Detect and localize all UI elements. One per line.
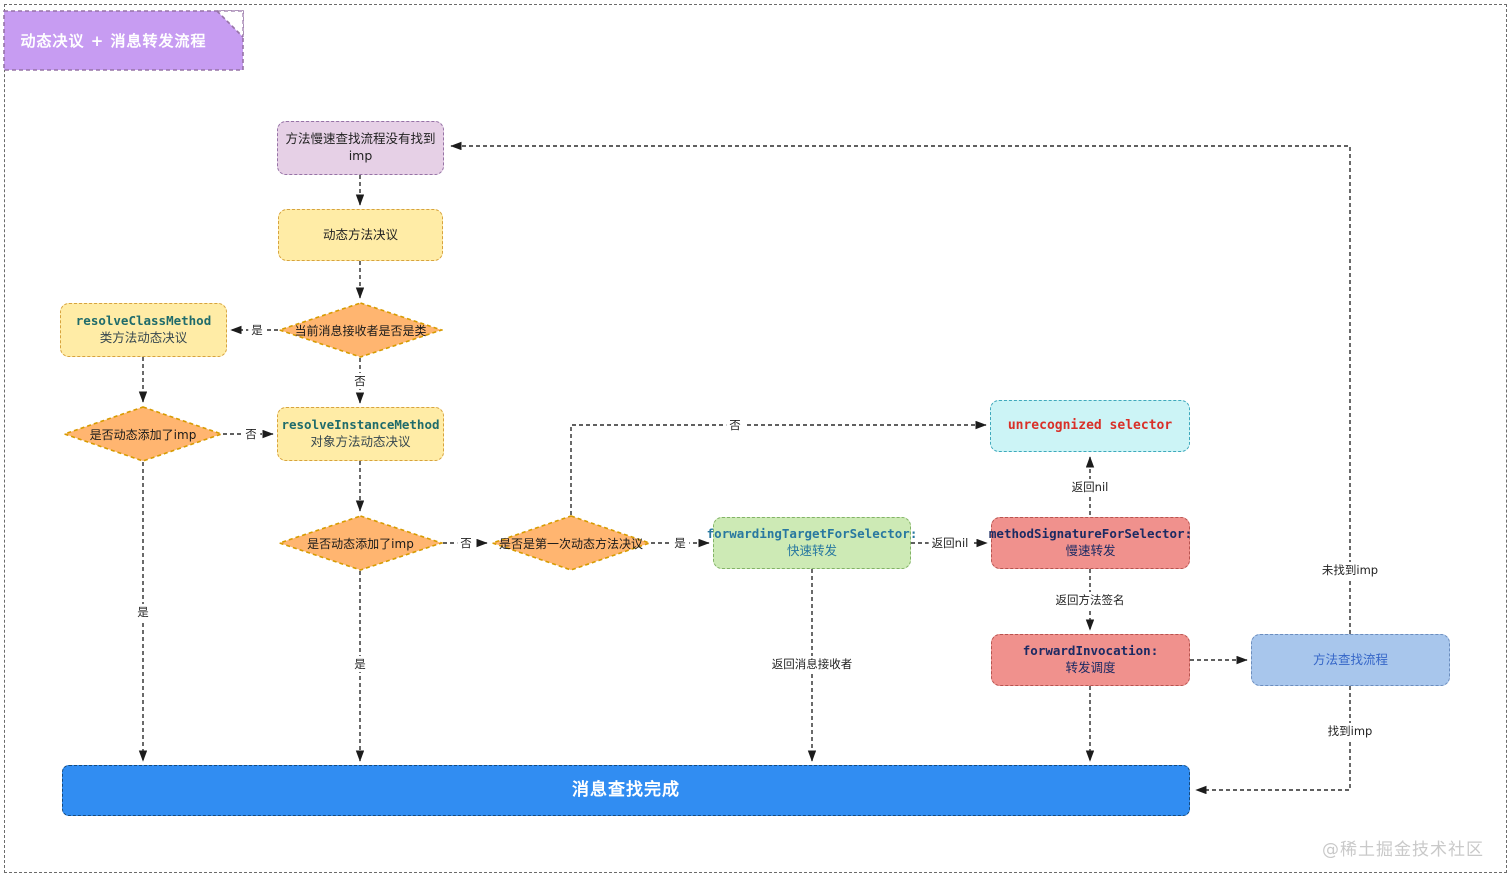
watermark: @稀土掘金技术社区 (1322, 840, 1484, 860)
node-method-signature-for-selector: methodSignatureForSelector: 慢速转发 (989, 517, 1192, 569)
edge-label-imp-added-class-yes: 是 (134, 604, 152, 620)
edge-label-return-nil-fast: 返回nil (928, 535, 972, 551)
note-shape-icon (3, 10, 244, 71)
edge-label-return-receiver: 返回消息接收者 (768, 656, 856, 672)
edge-label-imp-not-found: 未找到imp (1318, 562, 1382, 578)
edge-label-imp-added-instance-yes: 是 (351, 656, 369, 672)
edge-label-imp-found: 找到imp (1324, 723, 1376, 739)
node-message-lookup-done: 消息查找完成 (62, 765, 1190, 816)
decision-first-dynamic-resolution: 是否是第一次动态方法决议 (491, 515, 651, 571)
decision-receiver-is-class: 当前消息接收者是否是类 (278, 302, 443, 358)
node-dynamic-method-resolution: 动态方法决议 (278, 209, 443, 261)
node-method-lookup-flow: 方法查找流程 (1251, 634, 1450, 686)
edge-label-first-resolution-no: 否 (726, 417, 744, 433)
edge-label-first-resolution-yes: 是 (671, 535, 689, 551)
decision-imp-added-instance: 是否动态添加了imp (278, 515, 443, 571)
edge-label-return-nil-slow: 返回nil (1068, 479, 1112, 495)
node-forwarding-target-for-selector: forwardingTargetForSelector: 快速转发 (707, 517, 917, 569)
node-resolve-instance-method: resolveInstanceMethod 对象方法动态决议 (277, 407, 444, 461)
edge-label-return-signature: 返回方法签名 (1052, 592, 1128, 608)
decision-imp-added-class: 是否动态添加了imp (63, 406, 223, 462)
edge-label-is-class-no: 否 (351, 373, 369, 389)
edge-label-is-class-yes: 是 (248, 322, 266, 338)
edge-label-imp-added-instance-no: 否 (457, 535, 475, 551)
node-slow-lookup-fail: 方法慢速查找流程没有找到imp (277, 121, 444, 175)
node-unrecognized-selector: unrecognized selector (990, 400, 1190, 452)
edge-label-imp-added-class-no: 否 (242, 426, 260, 442)
node-resolve-class-method: resolveClassMethod 类方法动态决议 (60, 303, 227, 357)
diagram-title: 动态决议 + 消息转发流程 (20, 32, 207, 50)
title-note: 动态决议 + 消息转发流程 (3, 10, 244, 71)
node-forward-invocation: forwardInvocation: 转发调度 (991, 634, 1190, 686)
